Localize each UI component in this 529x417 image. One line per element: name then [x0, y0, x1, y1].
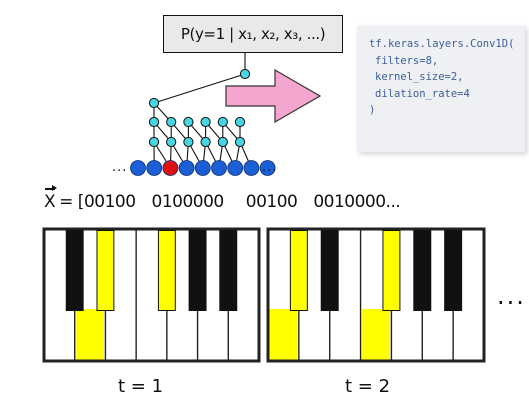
- input-node: [178, 160, 195, 176]
- probability-label: P(y=1 | x₁, x₂, x₃, ...): [180, 25, 326, 43]
- hidden-node: [166, 136, 177, 148]
- hidden-node: [200, 116, 211, 128]
- output-node: [239, 68, 251, 80]
- white-key-highlight: [76, 309, 104, 360]
- piano-keyboard: [42, 227, 261, 363]
- sequence-segment: 0100000: [151, 192, 225, 212]
- black-key: [219, 230, 238, 311]
- hidden-node: [183, 136, 194, 148]
- hidden-node: [166, 116, 177, 128]
- input-node-active: [162, 160, 179, 176]
- code-line: kernel_size=2,: [375, 71, 464, 83]
- input-node: [259, 160, 276, 176]
- time-label-t2: t = 2: [345, 376, 391, 397]
- hidden-node: [200, 136, 211, 148]
- input-sequence: X = [ 00100 0100000 00100 0010000...: [44, 185, 401, 218]
- input-ellipsis-right: ...: [262, 160, 278, 175]
- black-key-highlighted: [157, 230, 176, 311]
- code-line: ): [369, 104, 376, 116]
- piano-keyboard: [266, 227, 486, 363]
- hidden-node: [217, 116, 228, 128]
- black-key: [188, 230, 207, 311]
- black-key-highlighted: [96, 230, 115, 311]
- hidden-node: [234, 116, 246, 128]
- x-vector-symbol: X: [44, 185, 58, 212]
- input-node: [227, 160, 244, 176]
- black-key: [444, 230, 463, 311]
- hidden-node: [148, 116, 160, 128]
- code-line: filters=8,: [375, 54, 439, 67]
- code-snippet: tf.keras.layers.Conv1D( filters=8, kerne…: [357, 26, 525, 152]
- hidden-node: [148, 97, 160, 109]
- sequence-prefix: = [: [59, 192, 84, 212]
- input-node: [211, 160, 227, 176]
- input-node: [243, 160, 260, 176]
- hidden-node: [234, 136, 246, 148]
- sequence-segment: 00100: [83, 192, 136, 212]
- sequence-segment: 0010000...: [313, 192, 401, 212]
- hidden-node: [183, 116, 194, 128]
- probability-box: P(y=1 | x₁, x₂, x₃, ...): [163, 15, 343, 53]
- sequence-segment: 00100: [245, 192, 298, 212]
- code-line: dilation_rate=4: [375, 87, 470, 100]
- input-node: [146, 160, 163, 176]
- hidden-node: [148, 136, 160, 148]
- black-key-highlighted: [289, 230, 308, 311]
- black-key-highlighted: [382, 230, 401, 311]
- time-label-t1: t = 1: [118, 376, 164, 397]
- keyboard-ellipsis: ...: [497, 282, 526, 310]
- network-nodes: [130, 68, 276, 176]
- hidden-node: [217, 136, 228, 148]
- white-key-highlight: [362, 309, 390, 360]
- black-key: [320, 230, 339, 311]
- network-edge: [153, 73, 246, 104]
- piano-keyboards: [42, 227, 486, 363]
- black-key: [65, 230, 84, 311]
- input-node: [194, 160, 211, 176]
- code-line: tf.keras.layers.Conv1D(: [369, 38, 515, 50]
- right-arrow-icon: [225, 68, 322, 124]
- input-node: [130, 160, 146, 176]
- input-ellipsis-left: ...: [112, 160, 128, 175]
- white-key-highlight: [269, 309, 298, 360]
- black-key: [413, 230, 432, 311]
- network-edges: [153, 53, 252, 169]
